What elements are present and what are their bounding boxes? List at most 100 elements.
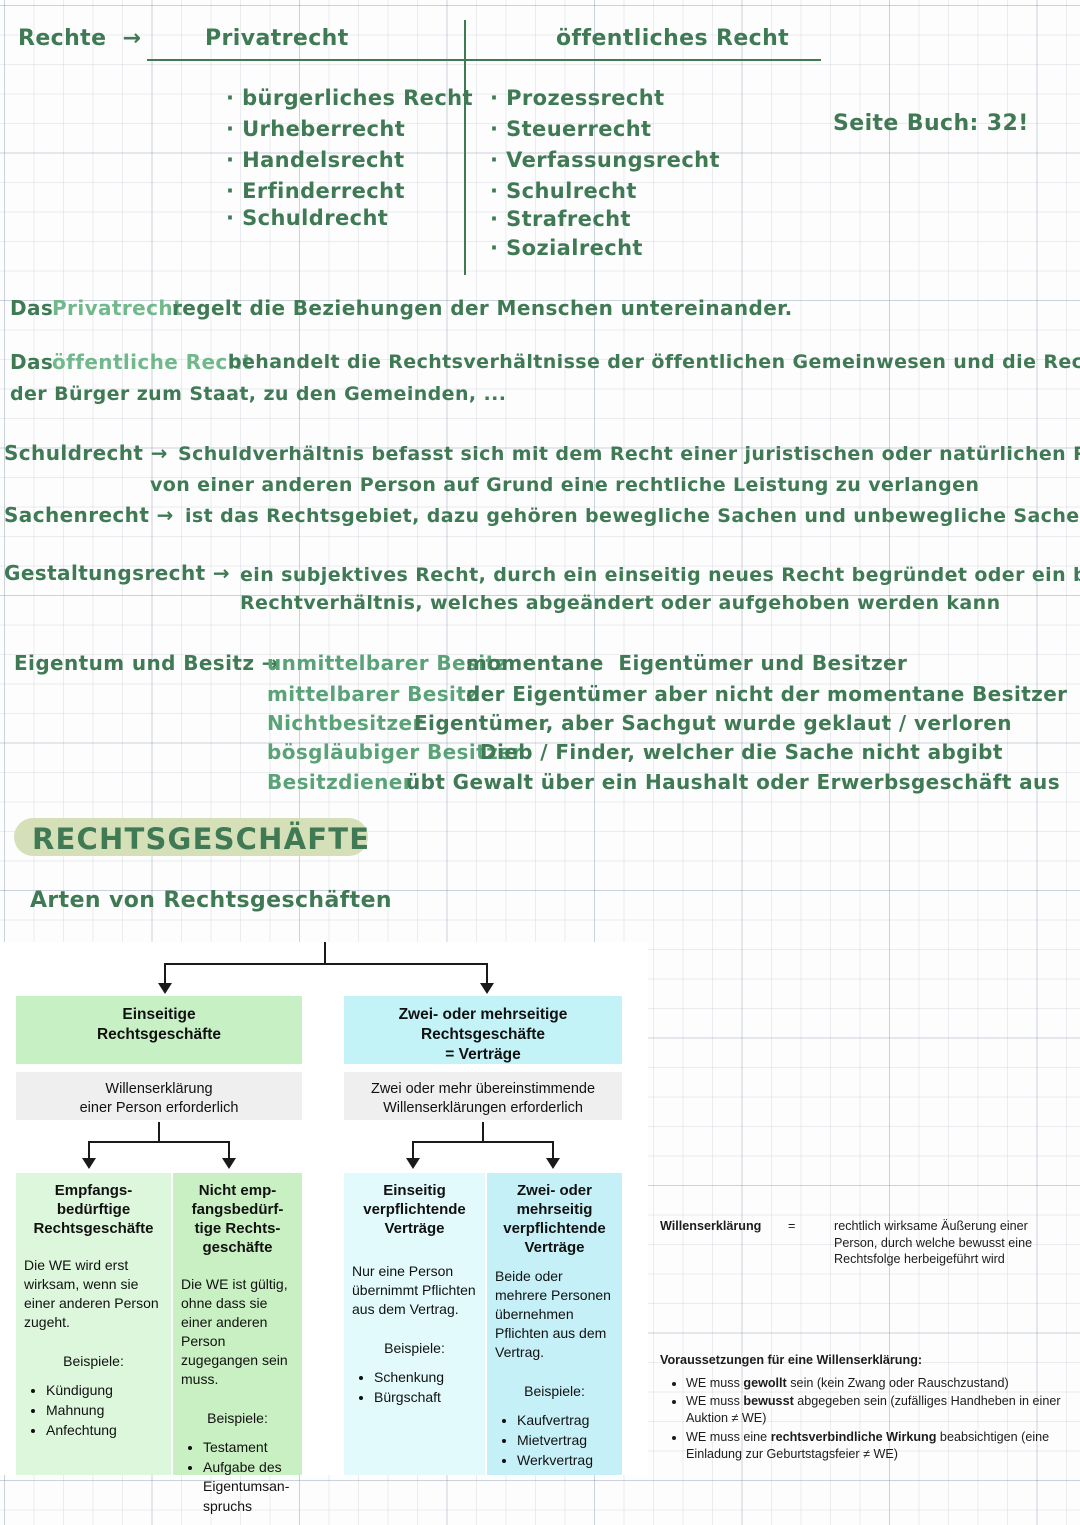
def-schuldrecht-line2: von einer anderen Person auf Grund eine … bbox=[150, 474, 980, 496]
flow-level1-sub-einseitige-text: Willenserklärung einer Person erforderli… bbox=[79, 1081, 239, 1116]
oeffentliches-item-2: · Verfassungsrecht bbox=[490, 148, 720, 172]
def-sachenrecht-line1: ist das Rechtsgebiet, dazu gehören beweg… bbox=[185, 505, 1080, 527]
eigentum-row-value-0: momentane Eigentümer und Besitzer bbox=[466, 651, 908, 675]
def-gestaltungsrecht-line2: Rechtverhältnis, welches abgeändert oder… bbox=[240, 592, 1001, 614]
flow-leaf-1-body-wrap: Die WE ist gültig, ohne dass sie einer a… bbox=[173, 1275, 302, 1515]
section-subtitle: Arten von Rechtsgeschäften bbox=[30, 888, 392, 913]
connector-horizontal-left bbox=[88, 1141, 230, 1143]
list-item: WE muss gewollt sein (kein Zwang oder Ra… bbox=[686, 1375, 1070, 1392]
flow-leaf-zwei-mehrseitig-verpflichtende: Zwei- oder mehrseitig verpflichtende Ver… bbox=[487, 1173, 622, 1475]
voraus-2-bold: rechtsverbindliche Wirkung bbox=[770, 1429, 937, 1444]
eigentum-row-value-1: der Eigentümer aber nicht der momentane … bbox=[466, 682, 1068, 706]
oeffentliches-item-0: · Prozessrecht bbox=[490, 86, 665, 110]
willenserklaerung-definition: Willenserklärung=rechtlich wirksame Äuße… bbox=[660, 1218, 1070, 1268]
we-definition-equals: = bbox=[788, 1219, 796, 1233]
flow-leaf-0-header: Empfangs- bedürftige Rechtsgeschäfte bbox=[33, 1182, 154, 1238]
flow-leaf-0-body: Die WE wird erst wirksam, wenn sie einer… bbox=[24, 1257, 159, 1331]
flow-leaf-1-examples: Testament Aufgabe des Eigentumsan-spruch… bbox=[181, 1438, 294, 1515]
flow-level1-header-zweiseitige: Zwei- oder mehrseitige Rechtsgeschäfte =… bbox=[344, 996, 622, 1064]
voraus-0-pre: WE muss bbox=[686, 1376, 744, 1391]
connector-horizontal-top bbox=[164, 963, 488, 965]
we-definition-body: rechtlich wirksame Äußerung einer Person… bbox=[834, 1219, 1033, 1267]
flow-leaf-1-body: Die WE ist gültig, ohne dass sie einer a… bbox=[181, 1276, 288, 1388]
eigentum-row-key-0: unmittelbarer Besitz bbox=[267, 651, 508, 675]
flow-level1-sub-zweiseitige: Zwei oder mehr übereinstimmende Willense… bbox=[344, 1072, 622, 1120]
eigentum-row-value-3: Dieb / Finder, welcher die Sache nicht a… bbox=[480, 740, 1003, 764]
connector-down-right-1 bbox=[412, 1141, 414, 1160]
list-item: WE muss bewusst abgegeben sein (zufällig… bbox=[686, 1393, 1070, 1427]
privatrecht-item-2: · Handelsrecht bbox=[226, 148, 405, 172]
flow-leaf-2-body: Nur eine Person übernimmt Pflichten aus … bbox=[352, 1263, 476, 1318]
flow-leaf-nicht-empfangsbeduerftige: Nicht emp- fangsbedürf- tige Rechts- ges… bbox=[173, 1173, 302, 1514]
eigentum-besitz-term: Eigentum und Besitz → bbox=[14, 651, 279, 675]
privatrecht-item-4: · Schuldrecht bbox=[226, 206, 389, 230]
table-row-label: Rechte → bbox=[18, 26, 142, 51]
connector-stem-left bbox=[158, 1122, 160, 1142]
connector-stem-right bbox=[482, 1122, 484, 1142]
privatrecht-item-0: · bürgerliches Recht bbox=[226, 86, 473, 110]
faded-artifact-text bbox=[808, 1330, 812, 1344]
flow-leaf-2-examples: Schenkung Bürgschaft bbox=[352, 1368, 477, 1407]
voraus-0-post: sein (kein Zwang oder Rauschzustand) bbox=[786, 1376, 1009, 1391]
arrow-head-right-2 bbox=[546, 1158, 560, 1169]
flow-leaf-empfangsbeduerftige: Empfangs- bedürftige Rechtsgeschäfte Die… bbox=[16, 1173, 171, 1475]
connector-down-left-top bbox=[164, 963, 166, 985]
arrow-head-left-1 bbox=[82, 1158, 96, 1169]
def-schuldrecht-line1: Schuldverhältnis befasst sich mit dem Re… bbox=[178, 443, 1080, 465]
def-oeffentlich-rest: behandelt die Rechtsverhältnisse der öff… bbox=[228, 351, 1080, 373]
connector-down-left-2 bbox=[228, 1141, 230, 1160]
flow-leaf-1-examples-label: Beispiele: bbox=[207, 1410, 268, 1427]
voraussetzungen-list: WE muss gewollt sein (kein Zwang oder Ra… bbox=[660, 1375, 1070, 1463]
connector-down-right-2 bbox=[552, 1141, 554, 1160]
list-item: Mietvertrag bbox=[517, 1431, 614, 1450]
flow-level1-sub-einseitige: Willenserklärung einer Person erforderli… bbox=[16, 1072, 302, 1120]
connector-horizontal-right bbox=[412, 1141, 554, 1143]
list-item: Kündigung bbox=[46, 1381, 163, 1400]
arrow-head-left-top bbox=[158, 983, 172, 994]
voraus-1-post: abgegeben sein (zufälliges Handheben in … bbox=[686, 1394, 1061, 1426]
oeffentliches-item-3: · Schulrecht bbox=[490, 179, 637, 203]
eigentum-row-key-2: Nichtbesitzer bbox=[267, 711, 423, 735]
oeffentliches-item-1: · Steuerrecht bbox=[490, 117, 652, 141]
section-title: RECHTSGESCHÄFTE bbox=[32, 822, 371, 856]
eigentum-row-key-4: Besitzdiener bbox=[267, 770, 413, 794]
flow-leaf-0-body-wrap: Die WE wird erst wirksam, wenn sie einer… bbox=[16, 1256, 171, 1440]
voraus-2-post: beabsichtigen (eine Einladung zur Geburt… bbox=[686, 1429, 1050, 1461]
def-sachenrecht-term: Sachenrecht → bbox=[4, 503, 174, 527]
eigentum-row-key-1: mittelbarer Besitz bbox=[267, 682, 479, 706]
eigentum-row-value-4: übt Gewalt über ein Haushalt oder Erwerb… bbox=[406, 770, 1061, 794]
column-heading-oeffentliches-recht: öffentliches Recht bbox=[556, 26, 790, 51]
flow-leaf-2-header: Einseitig verpflichtende Verträge bbox=[363, 1182, 466, 1238]
privatrecht-item-3: · Erfinderrecht bbox=[226, 179, 405, 203]
def-oeffentlich-term: öffentliche Recht bbox=[52, 350, 253, 374]
eigentum-row-key-3: bösgläubiger Besitzer bbox=[267, 740, 523, 764]
voraus-1-pre: WE muss bbox=[686, 1394, 744, 1409]
flow-leaf-3-examples-label: Beispiele: bbox=[524, 1383, 585, 1400]
arrow-head-right-top bbox=[480, 983, 494, 994]
flowchart: Einseitige Rechtsgeschäfte Zwei- oder me… bbox=[0, 942, 648, 1514]
def-privatrecht-rest: regelt die Beziehungen der Menschen unte… bbox=[172, 296, 793, 320]
eigentum-row-value-2: Eigentümer, aber Sachgut wurde geklaut /… bbox=[414, 711, 1012, 735]
voraus-0-bold: gewollt bbox=[743, 1376, 787, 1391]
list-item: Kaufvertrag bbox=[517, 1411, 614, 1430]
flow-level1-sub-zweiseitige-text: Zwei oder mehr übereinstimmende Willense… bbox=[370, 1081, 596, 1116]
flow-leaf-0-examples: Kündigung Mahnung Anfechtung bbox=[24, 1381, 163, 1440]
list-item: Bürgschaft bbox=[374, 1388, 477, 1407]
voraussetzungen-title: Voraussetzungen für eine Willenserklärun… bbox=[660, 1353, 923, 1367]
flow-leaf-einseitig-verpflichtende: Einseitig verpflichtende Verträge Nur ei… bbox=[344, 1173, 485, 1475]
list-item: WE muss eine rechtsverbindliche Wirkung … bbox=[686, 1429, 1070, 1463]
connector-down-left-1 bbox=[88, 1141, 90, 1160]
list-item: Werkvertrag bbox=[517, 1451, 614, 1470]
table-horizontal-rule bbox=[147, 59, 821, 61]
connector-stem-top bbox=[324, 942, 326, 964]
list-item: Testament bbox=[203, 1438, 294, 1457]
def-oeffentlich-line2: der Bürger zum Staat, zu den Gemeinden, … bbox=[10, 383, 507, 405]
flow-level1-header-einseitige-text: Einseitige Rechtsgeschäfte bbox=[96, 1006, 222, 1043]
flow-leaf-3-header: Zwei- oder mehrseitig verpflichtende Ver… bbox=[503, 1182, 606, 1257]
table-vertical-rule bbox=[464, 20, 466, 275]
voraus-2-pre: WE muss eine bbox=[686, 1429, 771, 1444]
list-item: Schenkung bbox=[374, 1368, 477, 1387]
list-item: Anfechtung bbox=[46, 1421, 163, 1440]
def-gestaltungsrecht-line1: ein subjektives Recht, durch ein einseit… bbox=[240, 564, 1080, 586]
voraussetzungen-block: Voraussetzungen für eine Willenserklärun… bbox=[660, 1352, 1070, 1464]
